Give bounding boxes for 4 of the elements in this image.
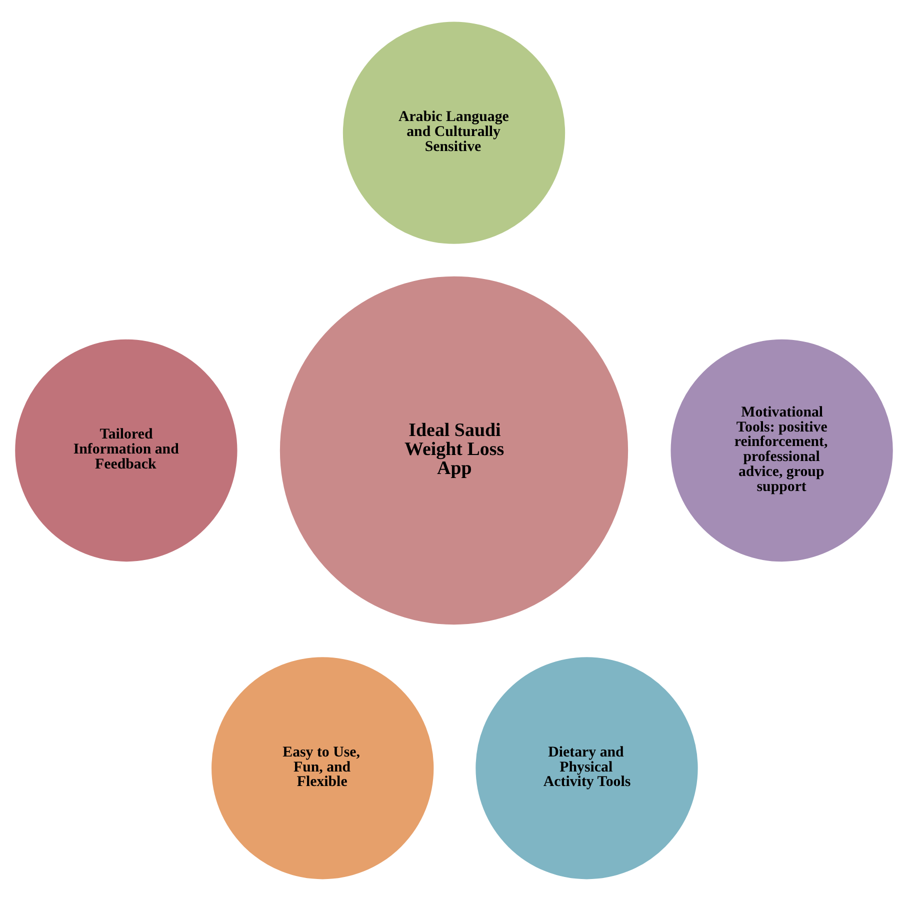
node-circle: Ideal Saudi Weight Loss App — [277, 273, 631, 627]
node-circle: Motivational Tools: positive reinforcement, professional advice, group support — [668, 336, 896, 564]
node-circle: Arabic Language and Culturally Sensitive — [340, 18, 568, 246]
node-circle: Tailored Information and Feedback — [12, 336, 240, 564]
